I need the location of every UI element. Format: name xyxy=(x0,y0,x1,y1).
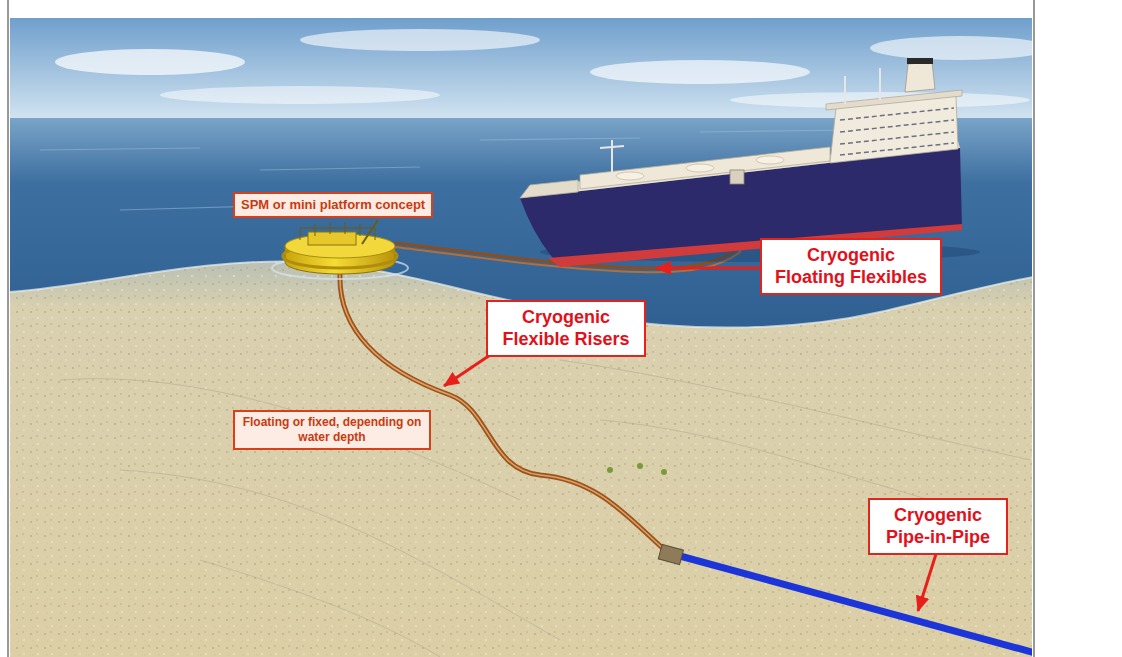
callout-box: Cryogenic Floating Flexibles xyxy=(760,238,942,295)
seabed-dot xyxy=(637,463,643,469)
frame-line xyxy=(8,0,9,657)
seabed-dot xyxy=(607,467,613,473)
manifold xyxy=(730,170,744,184)
concept-label: SPM or mini platform concept xyxy=(233,192,433,218)
bridge-deck xyxy=(826,90,962,110)
tank-dome xyxy=(686,164,714,172)
illustration xyxy=(10,18,1032,657)
cloud xyxy=(55,49,245,75)
trunk-deck xyxy=(580,147,830,189)
plem-connector xyxy=(658,544,683,564)
sky xyxy=(10,18,1032,120)
buoy-crane xyxy=(362,220,378,244)
cloud xyxy=(160,86,440,104)
funnel-top xyxy=(907,58,933,64)
callout-box: Cryogenic Flexible Risers xyxy=(486,300,646,357)
cloud xyxy=(300,29,540,51)
callout-box: Cryogenic Pipe-in-Pipe xyxy=(868,498,1008,555)
cloud xyxy=(590,60,810,84)
windows xyxy=(840,108,954,155)
callout-text: Cryogenic Pipe-in-Pipe xyxy=(878,505,998,548)
seabed xyxy=(10,262,1032,657)
buoy-railing xyxy=(300,222,375,240)
forecastle xyxy=(520,180,578,198)
cloud xyxy=(870,36,1032,60)
tank-dome xyxy=(616,172,644,180)
seabed-texture xyxy=(10,262,1032,657)
frame-line xyxy=(1034,0,1035,657)
callout-text: Cryogenic Floating Flexibles xyxy=(770,245,932,288)
tank-dome xyxy=(756,156,784,164)
callout-text: Cryogenic Flexible Risers xyxy=(496,307,636,350)
pipe-in-pipe xyxy=(680,556,1032,657)
callout-text: SPM or mini platform concept xyxy=(241,197,425,213)
seabed-dot xyxy=(661,469,667,475)
masts xyxy=(600,68,880,180)
sea xyxy=(10,118,1032,657)
funnel xyxy=(905,62,935,92)
callout-text: Floating or fixed, depending on water de… xyxy=(241,415,423,445)
note-box: Floating or fixed, depending on water de… xyxy=(233,410,431,450)
